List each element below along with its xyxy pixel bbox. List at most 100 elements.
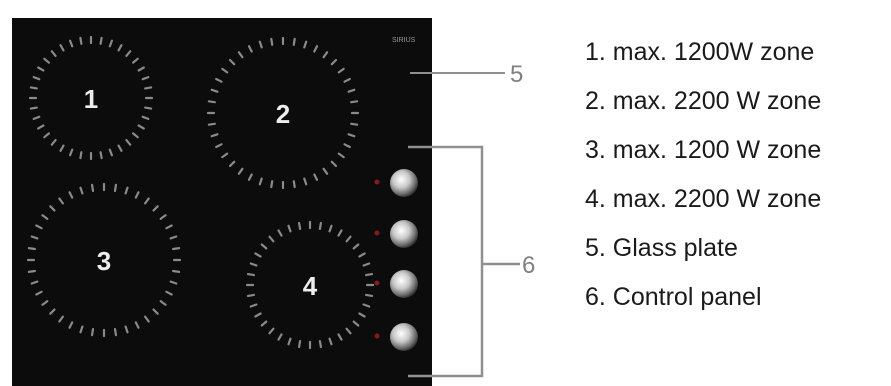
heat-dot xyxy=(207,100,216,104)
heat-dot xyxy=(287,224,292,233)
heat-dot xyxy=(29,106,38,110)
legend-item-2: 2. max. 2200 W zone xyxy=(585,87,822,115)
heat-dot xyxy=(43,57,51,64)
cooking-zone-1: 1 xyxy=(28,35,154,161)
knob-2[interactable] xyxy=(390,220,418,248)
heat-dot xyxy=(90,328,95,337)
heat-dot xyxy=(159,214,167,220)
heat-dot xyxy=(50,139,57,146)
heat-dot xyxy=(79,36,83,45)
heat-dot xyxy=(49,205,56,212)
heat-dot xyxy=(37,66,45,72)
heat-dot xyxy=(41,300,49,306)
control-knob-2[interactable] xyxy=(374,220,419,248)
heat-dot xyxy=(260,320,268,327)
heat-dot xyxy=(343,143,351,149)
heat-dot xyxy=(58,197,65,205)
heat-dot xyxy=(313,45,319,53)
legend-item-5: 5. Glass plate xyxy=(585,234,738,262)
heat-dot xyxy=(303,40,308,49)
heat-dot xyxy=(337,152,345,159)
heat-dot xyxy=(79,325,84,334)
heat-dot xyxy=(43,132,51,139)
legend-list: 1. max. 1200W zone 2. max. 2200 W zone 3… xyxy=(585,32,821,326)
indicator-led-1 xyxy=(374,179,380,185)
heat-dot xyxy=(27,269,37,273)
knob-4[interactable] xyxy=(390,323,418,351)
heat-dot xyxy=(58,315,65,323)
heat-dot xyxy=(30,280,39,285)
heat-dot xyxy=(254,252,262,258)
heat-dot xyxy=(172,269,181,273)
heat-dot xyxy=(318,221,322,230)
heat-dot xyxy=(337,67,345,74)
knob-3[interactable] xyxy=(390,270,418,298)
heat-dot xyxy=(343,77,351,83)
heat-dot xyxy=(246,293,255,297)
heat-dot xyxy=(270,37,274,46)
heat-dot xyxy=(328,337,333,346)
control-knob-3[interactable] xyxy=(374,270,419,298)
heat-dot xyxy=(247,45,253,53)
callout-6-label: 6 xyxy=(522,252,535,279)
knob-1[interactable] xyxy=(390,169,418,197)
legend-item-6: 6. Control panel xyxy=(585,283,762,311)
cooking-zone-4: 4 xyxy=(245,220,375,350)
heat-dot xyxy=(29,86,38,90)
heat-dot xyxy=(210,133,219,138)
heat-dot xyxy=(113,328,118,337)
callout-5-label: 5 xyxy=(510,61,523,88)
heat-dot xyxy=(144,197,150,205)
heat-dot xyxy=(347,133,356,138)
indicator-led-3 xyxy=(374,280,380,286)
heat-dot xyxy=(254,312,262,318)
heat-dot xyxy=(32,75,41,81)
heat-dot xyxy=(35,290,43,296)
control-knob-4[interactable] xyxy=(374,323,419,351)
heat-dot xyxy=(117,144,123,152)
heat-dot xyxy=(337,229,343,237)
heat-dot xyxy=(352,243,360,250)
heat-dot xyxy=(50,50,57,58)
heat-dot xyxy=(59,144,65,152)
heat-dot xyxy=(132,132,139,139)
heat-dot xyxy=(125,139,132,146)
control-knob-1[interactable] xyxy=(374,169,419,197)
zone-3-number: 3 xyxy=(97,246,111,276)
heat-dot xyxy=(68,39,74,48)
heat-dot xyxy=(221,67,229,74)
heat-dot xyxy=(152,205,159,212)
heat-dot xyxy=(247,173,253,181)
heat-dot xyxy=(49,308,56,315)
cooking-zone-3: 3 xyxy=(26,182,182,338)
heat-dot xyxy=(117,44,123,52)
heat-dot xyxy=(210,88,219,93)
heat-dot xyxy=(134,321,140,329)
heat-dot xyxy=(172,247,181,251)
heat-dot xyxy=(108,39,114,48)
legend-item-1: 1. max. 1200W zone xyxy=(585,38,815,66)
heat-dot xyxy=(108,148,114,157)
heat-dot xyxy=(68,148,74,157)
heat-dot xyxy=(99,151,103,160)
heat-dot xyxy=(322,167,329,175)
heat-dot xyxy=(330,160,338,168)
heat-dot xyxy=(358,312,366,318)
heat-dot xyxy=(292,37,296,46)
glass-plate xyxy=(12,18,432,386)
heat-dot xyxy=(35,224,43,230)
heat-dot xyxy=(144,106,153,110)
heat-dot xyxy=(228,160,236,168)
indicator-led-4 xyxy=(374,333,380,339)
heat-dot xyxy=(141,115,150,121)
callout-6-bracket xyxy=(408,145,520,378)
heat-dot xyxy=(287,337,292,346)
heat-dot xyxy=(79,186,84,195)
heat-dot xyxy=(37,124,45,130)
heat-dot xyxy=(215,143,223,149)
heat-dot xyxy=(90,183,95,192)
heat-dot xyxy=(298,340,302,349)
heat-dot xyxy=(169,235,178,240)
brand-label: SIRIUS xyxy=(392,37,416,44)
heat-dot xyxy=(345,235,352,243)
